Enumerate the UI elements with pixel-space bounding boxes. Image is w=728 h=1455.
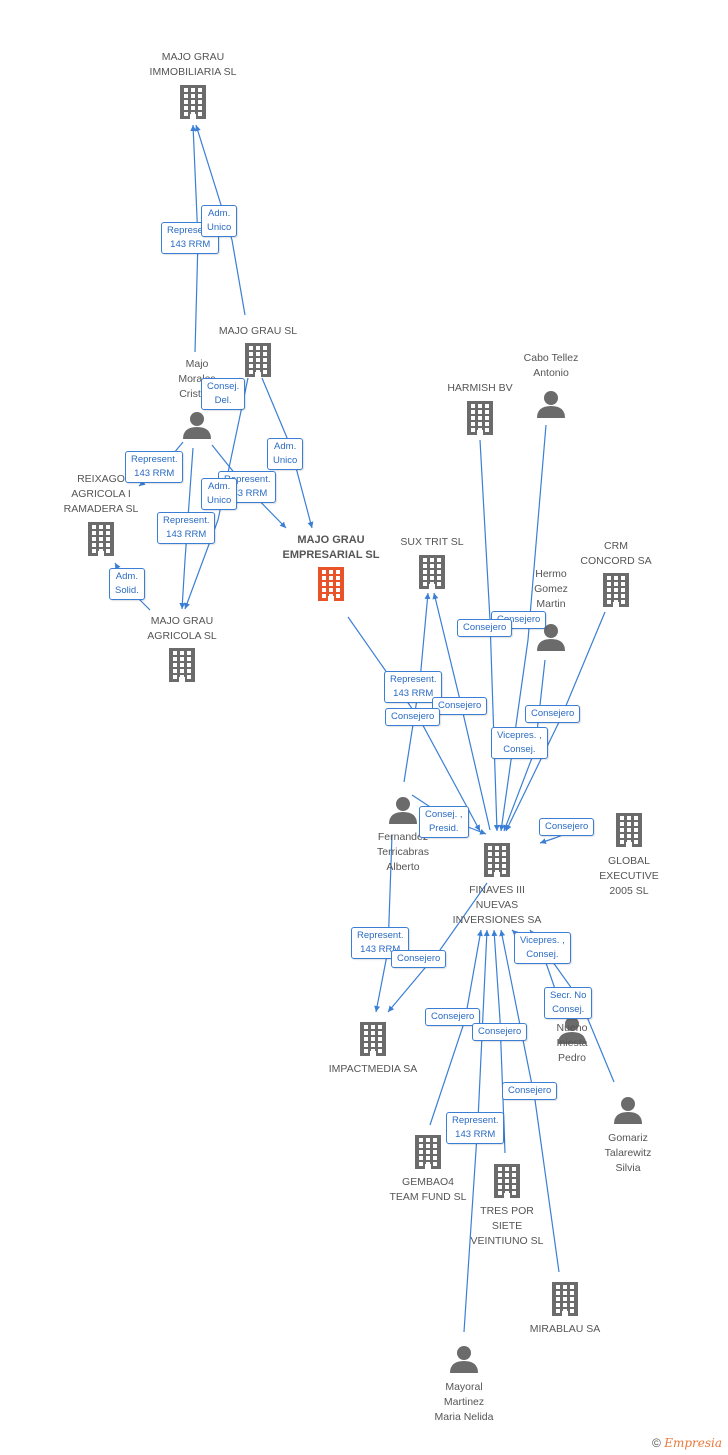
building-icon-crm[interactable] [603,573,629,607]
node-label-finaves[interactable]: FINAVES III NUEVAS INVERSIONES SA [452,884,542,926]
edge-majo_grau-to-majo_inmob [194,124,246,316]
edge-label-majo_grau-to-majo_empresarial[interactable]: Adm. Unico [267,438,304,470]
node-label-gembao[interactable]: GEMBAO4 TEAM FUND SL [389,1176,467,1203]
edge-label-cabo-to-finaves[interactable]: Consejero [457,619,513,637]
edge-majo_grau-to-majo_agricola [184,377,249,610]
node-label-majo_empresarial[interactable]: MAJO GRAU EMPRESARIAL SL [282,534,380,561]
building-icon-reixago[interactable] [88,522,114,556]
building-icon-majo_agricola[interactable] [169,648,195,682]
node-label-global[interactable]: GLOBAL EXECUTIVE 2005 SL [599,855,659,897]
node-label-mirablau[interactable]: MIRABLAU SA [529,1323,601,1335]
edge-mirablau-to-finaves [499,929,560,1273]
edge-label-majo_empresarial-to-finaves[interactable]: Consejero [385,708,441,726]
person-icon-gomariz[interactable] [614,1097,642,1124]
person-icon-hermo[interactable] [537,624,565,651]
building-icon-majo_inmob[interactable] [180,85,206,119]
person-icon-fernandez[interactable] [389,797,417,824]
node-label-majo_agricola[interactable]: MAJO GRAU AGRICOLA SL [147,615,217,642]
edge-label-majo_morales-to-reixago[interactable]: Represent. 143 RRM [125,451,184,483]
edge-label-global-to-finaves[interactable]: Consejero [539,818,595,836]
node-label-sux[interactable]: SUX TRIT SL [400,536,464,548]
edge-label-finaves-to-sux[interactable]: Consejero [432,697,488,715]
edge-tres-to-finaves [491,929,506,1154]
node-label-cabo[interactable]: Cabo Tellez Antonio [523,352,579,379]
edge-label-majo_morales-to-majo_grau[interactable]: Consej. Del. [201,378,246,410]
node-label-crm[interactable]: CRM CONCORD SA [580,540,652,567]
node-label-gomariz[interactable]: Gomariz Talarewitz Silvia [604,1132,652,1174]
node-label-impact[interactable]: IMPACTMEDIA SA [328,1063,418,1075]
copyright-mark: © [652,1436,661,1450]
edge-label-majo_agricola-to-reixago[interactable]: Adm. Solid. [109,568,145,600]
building-icon-gembao[interactable] [415,1135,441,1169]
footer-brand: © Empresia [652,1436,722,1450]
node-label-mayoral[interactable]: Mayoral Martinez Maria Nelida [434,1381,494,1423]
edge-label-nueno-to-finaves[interactable]: Vicepres. , Consej. [514,932,571,964]
node-label-reixago[interactable]: REIXAGO AGRICOLA I RAMADERA SL [63,473,139,515]
icons-layer [88,85,642,1373]
edge-majo_morales-to-majo_agricola [179,447,194,610]
building-icon-finaves[interactable] [484,843,510,877]
node-label-hermo[interactable]: Hermo Gomez Martin [534,568,568,610]
building-icon-sux[interactable] [419,555,445,589]
node-label-majo_inmob[interactable]: MAJO GRAU IMMOBILIARIA SL [149,51,237,78]
edge-label-majo_grau-to-majo_agricola[interactable]: Adm. Unico [201,478,238,510]
person-icon-cabo[interactable] [537,391,565,418]
edge-label-mirablau-to-finaves[interactable]: Consejero [502,1082,558,1100]
edge-label-finaves-to-impact[interactable]: Consejero [391,950,447,968]
edge-label-crm-to-finaves[interactable]: Consejero [525,705,581,723]
edge-label-mayoral-to-finaves[interactable]: Represent. 143 RRM [446,1112,505,1144]
edge-label-majo_morales-to-majo_agricola[interactable]: Represent. 143 RRM [157,512,216,544]
building-icon-tres[interactable] [494,1164,520,1198]
edge-label-hermo-to-finaves[interactable]: Vicepres. , Consej. [491,727,548,759]
edge-label-gembao-to-finaves[interactable]: Consejero [425,1008,481,1026]
edge-cabo-to-finaves [498,424,547,832]
building-icon-harmish[interactable] [467,401,493,435]
person-icon-majo_morales[interactable] [183,412,211,439]
building-icon-majo_grau[interactable] [245,343,271,377]
building-icon-impact[interactable] [360,1022,386,1056]
node-label-fernandez[interactable]: Fernandez Terricabras Alberto [377,831,429,873]
person-icon-nueno[interactable] [558,1017,586,1044]
building-icon-global[interactable] [616,813,642,847]
edge-label-fernandez-to-finaves[interactable]: Consej. , Presid. [419,806,469,838]
node-label-majo_grau[interactable]: MAJO GRAU SL [218,325,298,337]
edge-label-majo_grau-to-majo_inmob[interactable]: Adm. Unico [201,205,238,237]
building-icon-majo_empresarial[interactable] [318,567,344,601]
node-label-nueno[interactable]: Nueno Iniesta Pedro [556,1022,588,1064]
node-label-tres[interactable]: TRES POR SIETE VEINTIUNO SL [470,1205,544,1247]
person-icon-mayoral[interactable] [450,1346,478,1373]
edge-label-fernandez-to-sux[interactable]: Represent. 143 RRM [384,671,443,703]
edge-label-tres-to-finaves[interactable]: Consejero [472,1023,528,1041]
empresia-logo: Empresia [664,1436,722,1450]
node-label-harmish[interactable]: HARMISH BV [447,382,513,394]
building-icon-mirablau[interactable] [552,1282,578,1316]
edge-label-gomariz-to-finaves[interactable]: Secr. No Consej. [544,987,593,1019]
